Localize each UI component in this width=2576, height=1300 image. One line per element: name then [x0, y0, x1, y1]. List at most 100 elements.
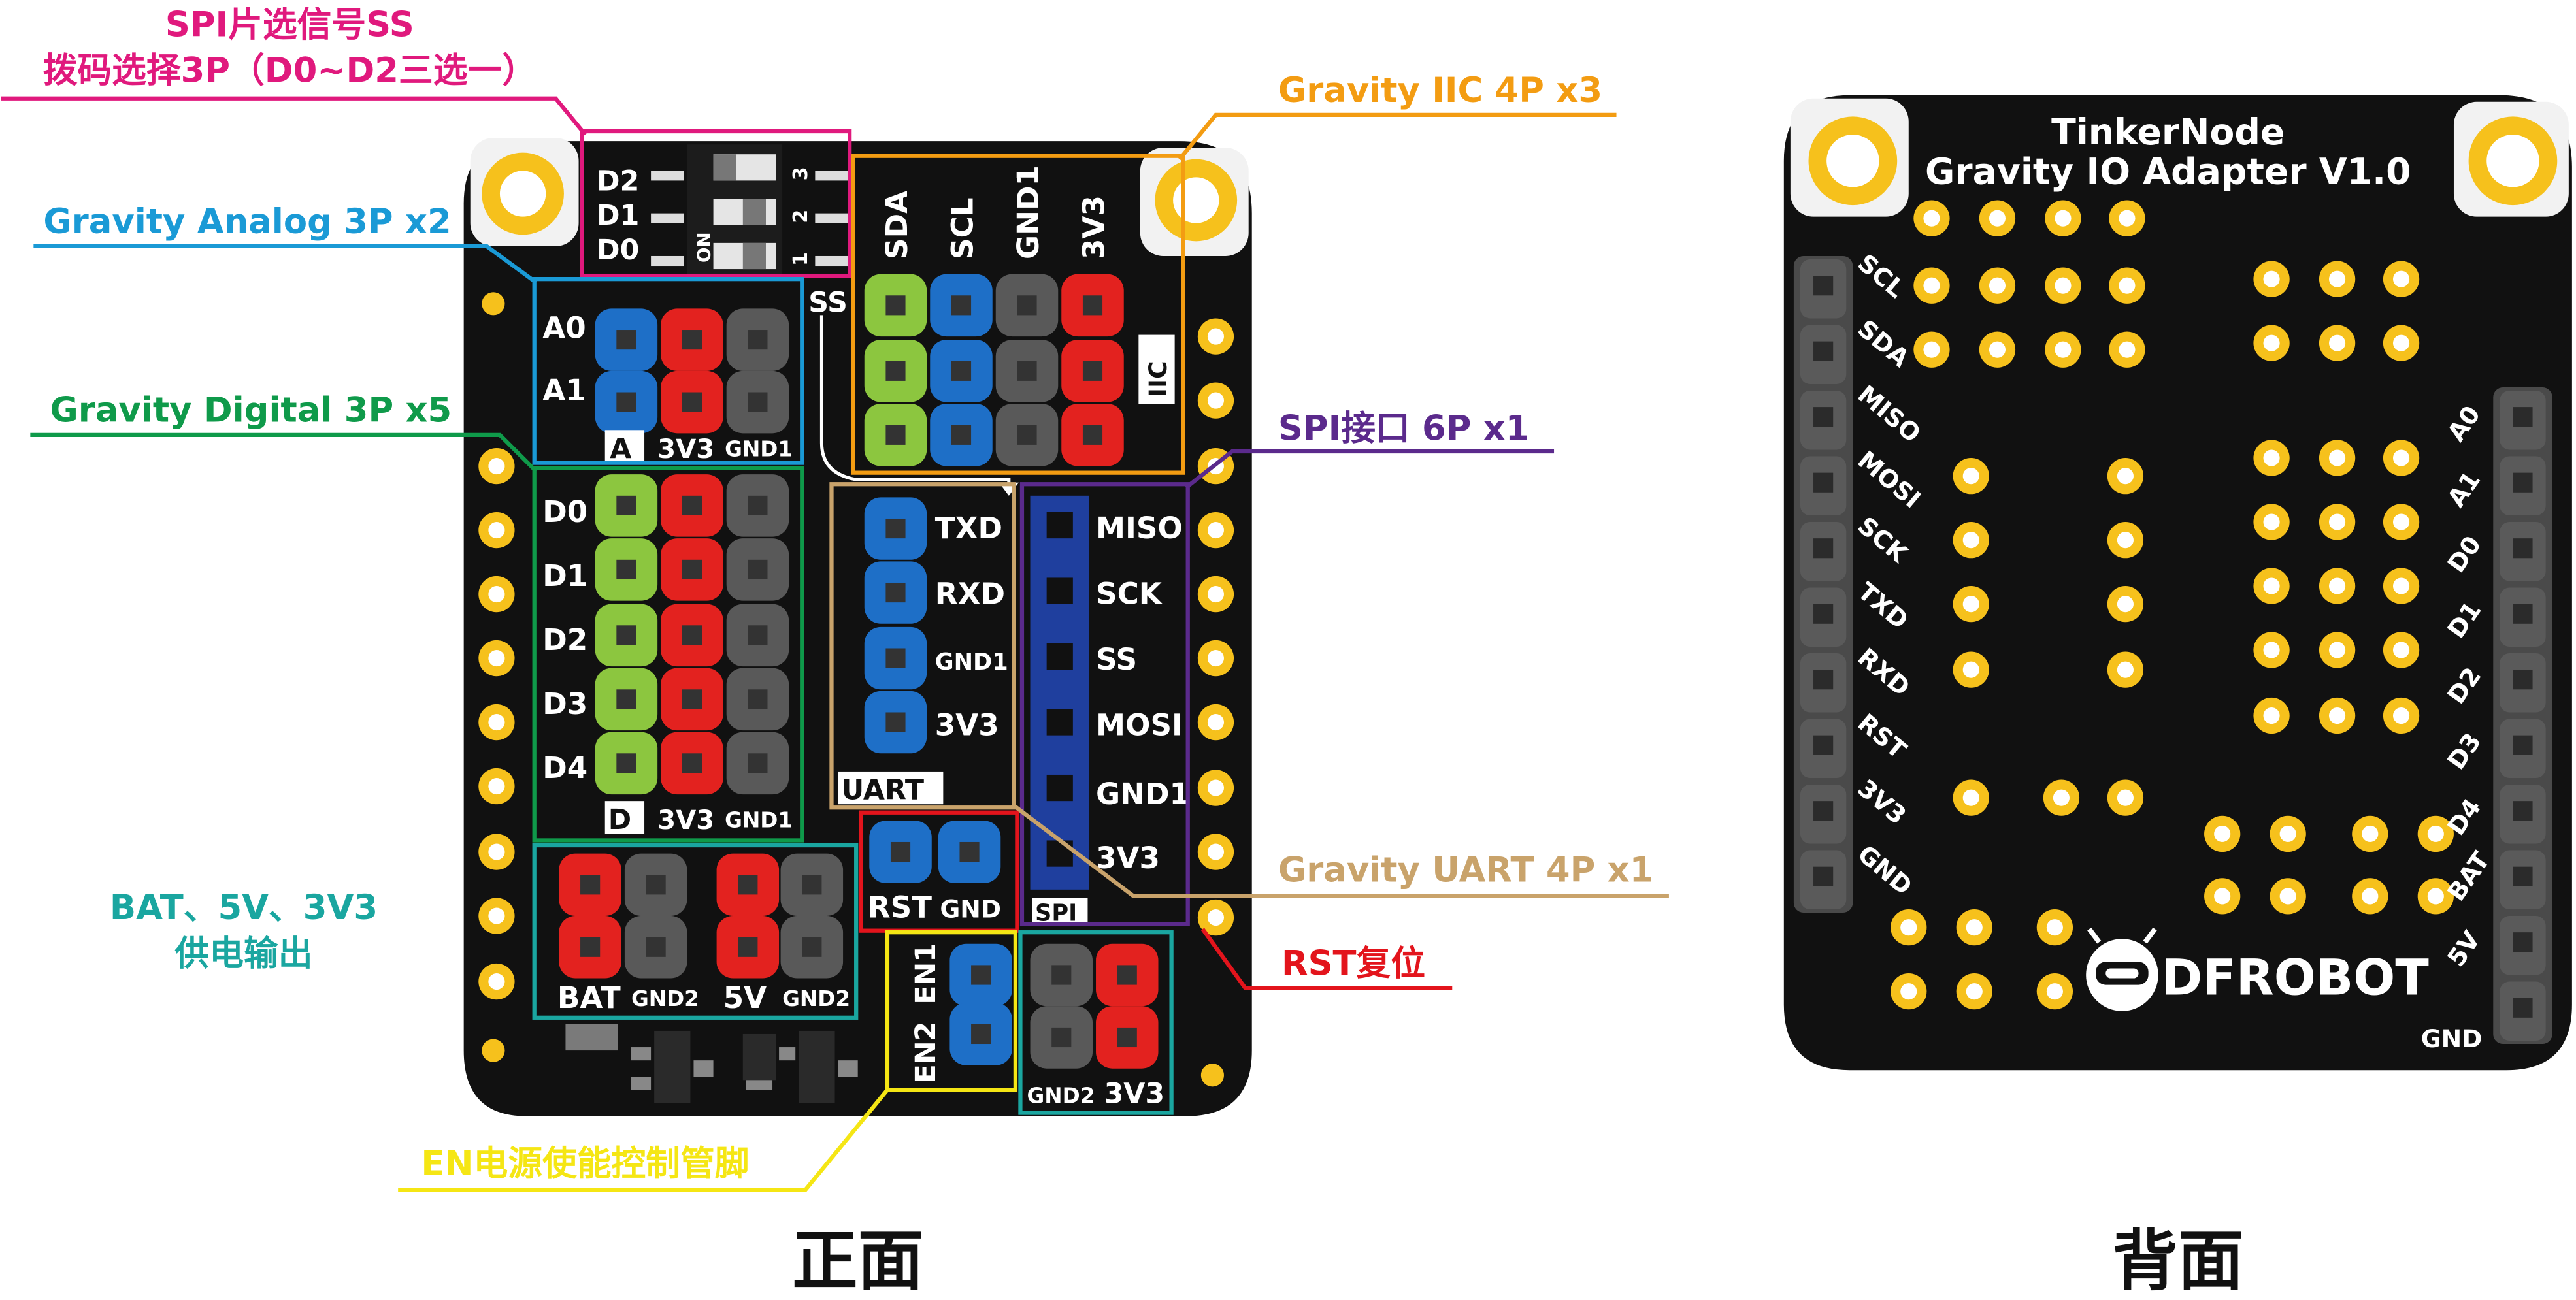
- back-pad: [1913, 200, 1950, 236]
- back-pad: [2383, 261, 2420, 297]
- bat-gnd-pin: [624, 853, 687, 917]
- digital-power-pin: [661, 668, 723, 731]
- callout-power-line2: 供电输出: [174, 934, 312, 973]
- spi-header-socket: [1046, 643, 1073, 670]
- analog-label-a0: A0: [542, 311, 586, 346]
- back-left-header-socket: [1813, 276, 1834, 296]
- callout-analog: Gravity Analog 3P x2: [43, 202, 451, 242]
- rst-label: RST: [868, 890, 932, 925]
- analog-gnd-pin: [726, 370, 789, 434]
- ss-tag: SS: [808, 286, 848, 319]
- back-pad: [2204, 815, 2241, 853]
- back-pad: [2253, 504, 2290, 540]
- back-pad: [2383, 632, 2420, 668]
- back-pad: [2253, 697, 2290, 734]
- back-pad: [2352, 815, 2388, 853]
- back-pad: [2204, 878, 2241, 915]
- uart-pin-3v3: 3V3: [935, 708, 999, 743]
- iic-header-scl: SCL: [946, 197, 980, 259]
- front-left-pad: [478, 640, 515, 677]
- bottom-label-3v3: 3V3: [1104, 1077, 1164, 1110]
- front-left-pad: [478, 768, 515, 805]
- back-right-header-socket: [2513, 932, 2533, 952]
- iic-3v3-pin: [1061, 404, 1124, 466]
- front-left-pad: [478, 834, 515, 870]
- digital-gnd-pin: [726, 668, 789, 731]
- back-pad: [2109, 267, 2145, 304]
- spi-header-body: [1030, 495, 1089, 890]
- front-left-pad: [478, 512, 515, 549]
- bottom-label-gnd2: GND2: [1027, 1083, 1095, 1108]
- back-pads: [1891, 200, 2454, 1010]
- iic-scl-pin: [930, 274, 993, 337]
- iic-header-gnd1: GND1: [1011, 165, 1046, 259]
- back-caption: 背面: [2112, 1223, 2243, 1299]
- digital-gnd-pin: [726, 732, 789, 795]
- back-pad: [1891, 909, 1927, 946]
- back-left-header-socket: [1813, 341, 1834, 361]
- back-right-header-socket: [2513, 801, 2533, 821]
- back-pad: [2383, 504, 2420, 540]
- back-pad: [1979, 200, 2016, 236]
- digital-label-d0: D0: [542, 495, 587, 529]
- back-title-line1: TinkerNode: [2051, 112, 2285, 154]
- dip-label-d0: D0: [597, 234, 639, 267]
- back-right-header-socket: [2513, 735, 2533, 755]
- front-small-pad: [1200, 1064, 1225, 1087]
- front-right-pad: [1197, 512, 1234, 549]
- back-right-header-socket: [2513, 472, 2533, 493]
- spi-header-socket: [1046, 840, 1073, 867]
- v5-pin: [716, 853, 780, 917]
- back-pad: [1953, 458, 1989, 495]
- back-pad: [1953, 522, 1989, 559]
- back-pad: [2319, 325, 2356, 361]
- back-pad: [2383, 440, 2420, 476]
- back-left-header-socket: [1813, 866, 1834, 886]
- uart-pin-rxd: RXD: [935, 577, 1005, 611]
- back-pad: [2045, 200, 2081, 236]
- back-pad: [1953, 779, 1989, 816]
- digital-signal-pin: [595, 604, 658, 667]
- dfrobot-logo-icon: [2086, 927, 2158, 1011]
- dip-on-label: ON: [693, 232, 715, 263]
- analog-power-pin: [661, 308, 723, 371]
- back-pad: [2319, 697, 2356, 734]
- back-pad: [2045, 267, 2081, 304]
- callout-uart: Gravity UART 4P x1: [1278, 850, 1653, 890]
- dip-label-d1: D1: [597, 199, 639, 232]
- back-left-header-socket: [1813, 604, 1834, 624]
- dfrobot-brand: DFROBOT: [2162, 949, 2429, 1007]
- power-label-gnd2-a: GND2: [631, 986, 699, 1011]
- analog-tag: A: [610, 432, 631, 465]
- back-pad: [2253, 632, 2290, 668]
- back-pad: [2383, 697, 2420, 734]
- iic-gnd-pin: [995, 404, 1059, 466]
- back-gnd-label: GND: [2421, 1024, 2483, 1053]
- back-pad: [2253, 261, 2290, 297]
- back-pad: [1913, 331, 1950, 368]
- front-small-pad: [482, 1039, 505, 1062]
- uart-pin-gnd1: GND1: [935, 649, 1008, 675]
- back-right-header-socket: [2513, 407, 2533, 427]
- iic-sda-pin: [864, 404, 927, 466]
- back-headers: [1793, 255, 2552, 1045]
- back-pad: [2319, 261, 2356, 297]
- dip-label-d2: D2: [597, 165, 639, 197]
- digital-power-pin: [661, 604, 723, 667]
- iic-gnd-pin: [995, 274, 1059, 337]
- back-pad: [2043, 779, 2080, 816]
- callout-rst: RST复位: [1281, 944, 1425, 984]
- back-pad: [2270, 815, 2306, 853]
- spi-pin-sck: SCK: [1096, 577, 1163, 611]
- spi-pin-ss: SS: [1096, 642, 1137, 677]
- callout-digital: Gravity Digital 3P x5: [50, 391, 452, 431]
- back-pad: [2253, 440, 2290, 476]
- back-pad: [2109, 331, 2145, 368]
- digital-power-pin: [661, 474, 723, 537]
- back-pad: [2319, 504, 2356, 540]
- front-left-pad: [478, 576, 515, 613]
- iic-scl-pin: [930, 340, 993, 402]
- back-left-header-socket: [1813, 538, 1834, 559]
- back-left-header-socket: [1813, 670, 1834, 690]
- en1-pin: [949, 943, 1012, 1007]
